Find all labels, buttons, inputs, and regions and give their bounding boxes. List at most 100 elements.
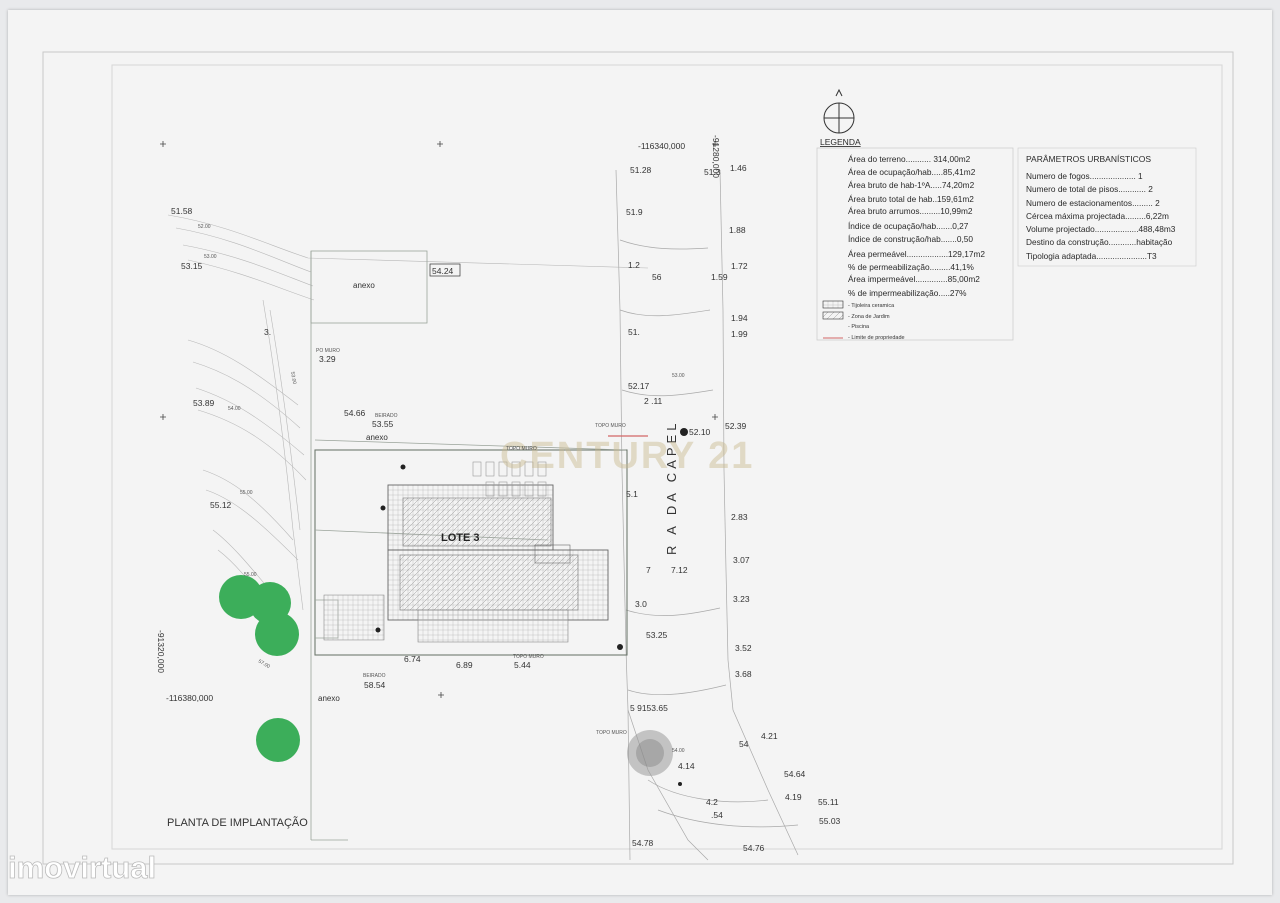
elevation-label: 51.3 [704,167,721,177]
legend-row: Área bruto de hab-1ºA.....74,20m2 [848,180,975,190]
legend-symbol-label: - Zona de Jardim [848,314,890,320]
elevation-label: 1.2 [628,260,640,270]
tag-label: PO MURO [316,348,340,354]
elevation-label: 1.46 [730,163,747,173]
tree-icons [219,575,300,762]
legend-row: Área permeável..................129,17m2 [848,249,985,259]
contour-label: 57.00 [257,659,271,671]
elevation-label: 51.28 [630,165,652,175]
elevation-label: 53.25 [646,630,668,640]
legend-row: % de permeabilização.........41,1% [848,262,975,272]
elevation-label: 3.52 [735,643,752,653]
contour-label: 55.00 [240,490,253,496]
elevation-label: 52.39 [725,421,747,431]
elevation-label: 54.76 [743,843,765,853]
contour-lines-left [167,214,649,621]
elevation-label: 54.66 [344,408,366,418]
elevation-label: 54.78 [632,838,654,848]
contour-label: 53.00 [204,254,217,260]
tree-icon [255,612,299,656]
elevation-label: 5.44 [514,660,531,670]
tag-label: TOPO MURO [506,446,537,452]
annex-label: anexo [353,281,375,290]
elevation-label: 53.55 [372,419,394,429]
elevation-label: 54 [739,739,749,749]
coord-x-bottom: -116380,000 [166,693,213,703]
parameter-row: Numero de estacionamentos......... 2 [1026,198,1160,208]
elevation-label: 1.94 [731,313,748,323]
north-arrow-icon [823,88,855,134]
site-plan-drawing: -116340,000 -116380,000 -91280,000 -9132… [8,51,1234,885]
coord-x-top: -116340,000 [638,141,685,151]
tree-icon [256,718,300,762]
elevation-label: 51.58 [171,206,193,216]
parameter-row: Numero de total de pisos............ 2 [1026,184,1153,194]
existing-tree-icon [627,730,673,776]
elevation-label: 3.07 [733,555,750,565]
contour-label: 54.00 [228,406,241,412]
legend-row: Área impermeável..............85,00m2 [848,274,980,284]
elevation-label: 6.74 [404,654,421,664]
elevation-label: 1.59 [711,272,728,282]
elevation-label: 4.2 [706,797,718,807]
survey-point-icons [375,428,688,786]
elevation-label: 51. [628,327,640,337]
parameter-row: Tipologia adaptada......................… [1026,251,1157,261]
legend-row: % de impermeabilização.....27% [848,288,967,298]
drawing-title: PLANTA DE IMPLANTAÇÃO [167,816,308,829]
elevation-label: 58.54 [364,680,386,690]
century21-watermark: CENTURY 21 [500,435,754,477]
elevation-label: 3.29 [319,354,336,364]
contour-labels: 52.00 53.00 54.00 55.00 55.00 53.00 54.0… [198,224,685,754]
legend-row: Índice de construção/hab.......0,50 [848,234,973,244]
elevation-label: 56 [652,272,662,282]
tag-label: TOPO MURO [596,730,627,736]
parking-spaces [472,461,547,497]
legend-symbol-label: - Piscina [848,324,870,330]
elevation-label: 5.1 [626,489,638,499]
elevation-label: 3. [264,327,271,337]
tag-label: TOPO MURO [513,654,544,660]
annex-label: anexo [366,433,388,442]
coord-y-left: -91320,000 [156,630,166,673]
elevation-label: 54.24 [432,266,454,276]
elevation-label: 1.88 [729,225,746,235]
elevation-label: 6.89 [456,660,473,670]
boxed-elevation-frame [429,263,461,277]
legend-panel: LEGENDA Área do terreno........... 314,0… [816,137,1014,341]
tag-label: TOPO MURO [595,423,626,429]
elevation-label: 55.11 [818,797,839,807]
parameters-panel: PARÂMETROS URBANÍSTICOS Numero de fogos.… [1017,147,1197,267]
elevation-label: .54 [711,810,723,820]
parameter-row: Volume projectado...................488,… [1026,224,1176,234]
elevation-label: 1.99 [731,329,748,339]
legend-row: Área de ocupação/hab.....85,41m2 [848,167,976,177]
tag-label: BEIRADO [363,673,386,679]
inner-frame [111,64,1223,850]
street-label: R A DA CAPEL [664,420,679,555]
tile-symbol-icon [822,300,844,309]
legend-row: Área bruto total de hab..159,61m2 [848,194,974,204]
grid-cross-marks [160,141,718,698]
parameter-row: Numero de fogos.................... 1 [1026,171,1143,181]
imovirtual-watermark: imovirtual [8,850,156,885]
elevation-label: 51.9 [626,207,643,217]
elevation-label: 7 [646,565,651,575]
legend-title: LEGENDA [820,137,861,147]
contour-label: 53.00 [672,373,685,379]
elevation-labels: 51.58 53.15 53.89 55.12 3.29 54.66 53.55… [171,163,841,853]
elevation-label: 1.72 [731,261,748,271]
legend-row: Índice de ocupação/hab.......0,27 [848,221,969,231]
legend-symbol-label: - Limite de propriedade [848,335,905,341]
elevation-label: 2.83 [731,512,748,522]
elevation-label: 3.0 [635,599,647,609]
elevation-label: 5 9153.65 [630,703,668,713]
garden-symbol-icon [822,311,844,320]
legend-row: Área do terreno........... 314,00m2 [848,154,971,164]
contour-label: 53.00 [289,371,297,385]
elevation-label: 52.17 [628,381,650,391]
contour-label: 55.00 [244,572,257,578]
outer-frame [42,51,1234,865]
elevation-label: 4.21 [761,731,778,741]
elevation-label: 3.23 [733,594,750,604]
